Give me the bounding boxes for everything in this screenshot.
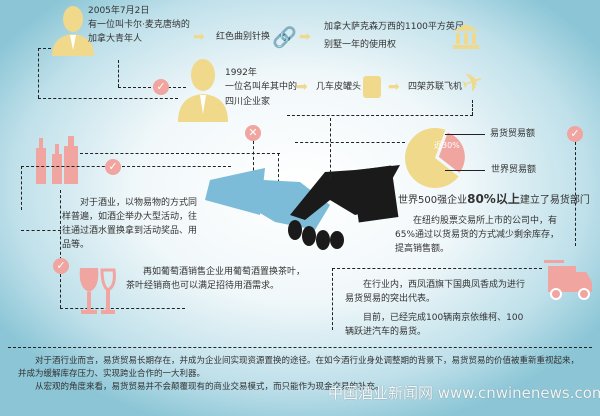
nyse-text: 在纽约股票交易所上市的公司中，有65%通过以货易货的方式减少剩余库存，提高销售额… [395,216,560,254]
connector [21,230,61,231]
story2-item2: 四架苏联飞机 [408,82,463,92]
story1-line1: 有一位叫卡尔·麦克唐纳的 [88,20,190,30]
connector [118,87,186,88]
divider [8,347,592,348]
story1-item2-line1: 加拿大萨克森万西的1100平方英尺 [324,22,464,32]
connector [332,268,542,269]
truck-icon [544,260,592,300]
story1-item2-line2: 别墅一年的使用权 [324,40,397,50]
fortune500-headline: 世界500强企业80%以上建立了易货部门 [398,192,590,208]
arrow-right-icon: ➡ [296,79,308,95]
person-icon [52,6,94,56]
chain-link-icon: 🔗 [272,25,297,49]
connector [575,142,576,246]
wine-glasses-icon [79,268,116,314]
can-icon [363,76,381,98]
pie-slice-world-trade [405,128,459,188]
connector [60,274,61,308]
bank-icon [453,24,479,49]
legend-line [445,170,485,171]
story2-date: 1992年 [225,68,257,78]
connector [21,166,22,210]
legend-world-trade: 世界贸易额 [491,165,537,175]
pie-slice-label: 近30% [434,140,460,150]
check-icon: ✓ [53,258,69,274]
story2-line2: 四川企业家 [225,97,271,107]
watermark: 中国酒业新闻网 www.cnwinenews.com [328,384,600,402]
xifeng-text: 在行业内，西凤酒旗下国典凤香成为进行易货贸易的突出代表。 [345,280,526,304]
connector [332,268,333,330]
story1-date: 2005年7月2日 [88,6,150,16]
trade-pie-chart: 近30% [405,128,465,188]
connector [278,153,279,193]
connector [38,48,56,49]
summary-paragraph-1: 对于酒行业而言，易货贸易长期存在，并成为企业间实现资源置换的途径。在如今酒行业身… [18,356,580,379]
arrow-right-icon: ➡ [193,29,205,45]
connector [295,142,405,143]
connector [38,48,39,98]
headline-pre: 世界500强企业 [398,195,468,206]
wine-tea-line2: 茶叶经销商也可以满足招待用酒需求。 [126,281,280,291]
story1-line2: 加拿大青年人 [88,34,143,44]
story2-line1: 一位名叫牟其中的 [225,82,298,92]
story1-item1: 红色曲别针换 [216,32,271,42]
connector [21,166,231,167]
connector [287,115,473,116]
arrow-right-icon: ➡ [299,29,311,45]
bottles-icon [36,136,78,184]
wine-tea-line1: 再如葡萄酒销售企业用葡萄酒置换茶叶， [143,267,306,277]
handshake-icon [205,165,400,250]
legend-barter-trade: 易货贸易额 [490,129,536,139]
connector [330,118,331,178]
connector [60,308,185,309]
summary-paragraph-2: 从宏观的角度来看，易货贸易并不会颠覆现有的商业交易模式，而只能作为现金交易的补充… [35,382,384,392]
story2-item1: 几车皮罐头 [316,82,362,92]
pie-slice-barter-trade [438,132,465,173]
check-icon: ✓ [153,79,169,95]
liquor-barter-text: 对于酒业，以物易物的方式同样普遍，如酒企举办大型活动，往往通过酒水置换拿到活动奖… [62,198,198,250]
connector [472,100,473,115]
airplane-icon: ✈ [457,65,489,101]
check-icon: ✓ [567,126,583,142]
connector [118,60,119,87]
check-icon: ✓ [105,159,121,175]
connector [253,141,254,181]
connector [60,190,61,260]
connector [80,153,280,154]
vehicle-barter-text: 目前，已经完成100辆南京依维柯、100辆跃进汽车的易货。 [345,313,524,337]
headline-post: 建立了易货部门 [519,195,590,206]
cross-icon: ✕ [245,125,261,141]
legend-line [445,134,485,135]
connector [38,98,178,99]
arrow-right-icon: ➡ [388,79,400,95]
headline-bold: 80%以上 [467,192,520,206]
person-icon [178,59,228,122]
